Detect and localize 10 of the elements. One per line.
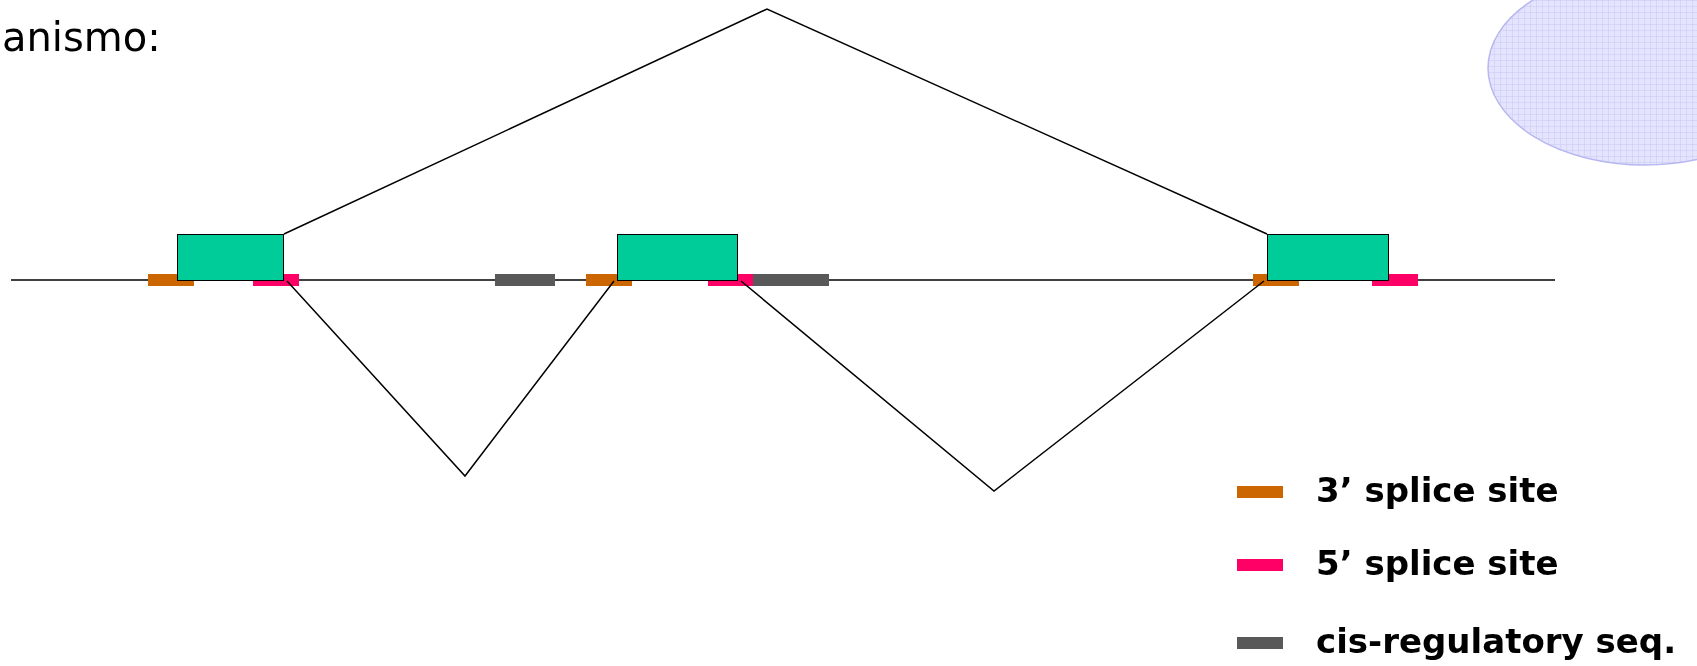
legend-label: 3’ splice site	[1316, 470, 1559, 510]
legend-label: cis-regulatory seq.	[1316, 621, 1677, 661]
heading-text: anismo:	[2, 14, 161, 60]
legend-label: 5’ splice site	[1316, 543, 1559, 583]
splicing-line	[740, 280, 1265, 492]
exon-box	[1267, 234, 1389, 281]
exon-box	[177, 234, 284, 281]
splicing-line	[286, 280, 615, 478]
exon-box	[617, 234, 738, 281]
splicing-line	[283, 8, 1268, 235]
